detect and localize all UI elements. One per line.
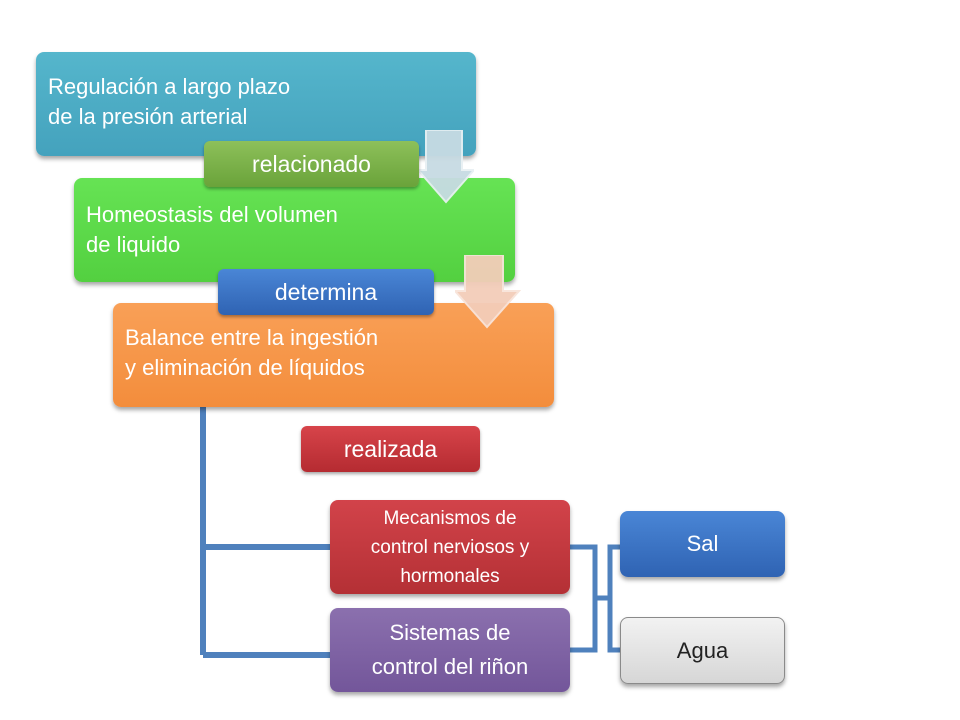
down-arrow-icon [418, 130, 474, 204]
down-arrow-icon-2 [455, 255, 521, 329]
balance-text: Balance entre la ingestión y eliminación… [125, 325, 379, 380]
relacionado-label: relacionado [204, 141, 419, 187]
bracket-left [570, 544, 598, 653]
realizada-label: realizada [301, 426, 480, 472]
determina-label: determina [218, 269, 434, 315]
sal-text: Sal [686, 531, 719, 556]
sistemas-box: Sistemas de control del riñon [330, 608, 570, 692]
mecanismos-text: Mecanismos de control nerviosos y hormon… [370, 507, 530, 587]
agua-text: Agua [676, 637, 729, 663]
homeostasis-text: Homeostasis del volumen de liquido [86, 202, 338, 257]
regulacion-text: Regulación a largo plazo de la presión a… [48, 74, 291, 129]
agua-box: Agua [620, 617, 785, 684]
regulacion-box: Regulación a largo plazo de la presión a… [36, 52, 476, 156]
sal-box: Sal [620, 511, 785, 577]
sistemas-text: Sistemas de control del riñon [371, 620, 529, 679]
mecanismos-box: Mecanismos de control nerviosos y hormon… [330, 500, 570, 594]
bracket-right [607, 544, 620, 653]
